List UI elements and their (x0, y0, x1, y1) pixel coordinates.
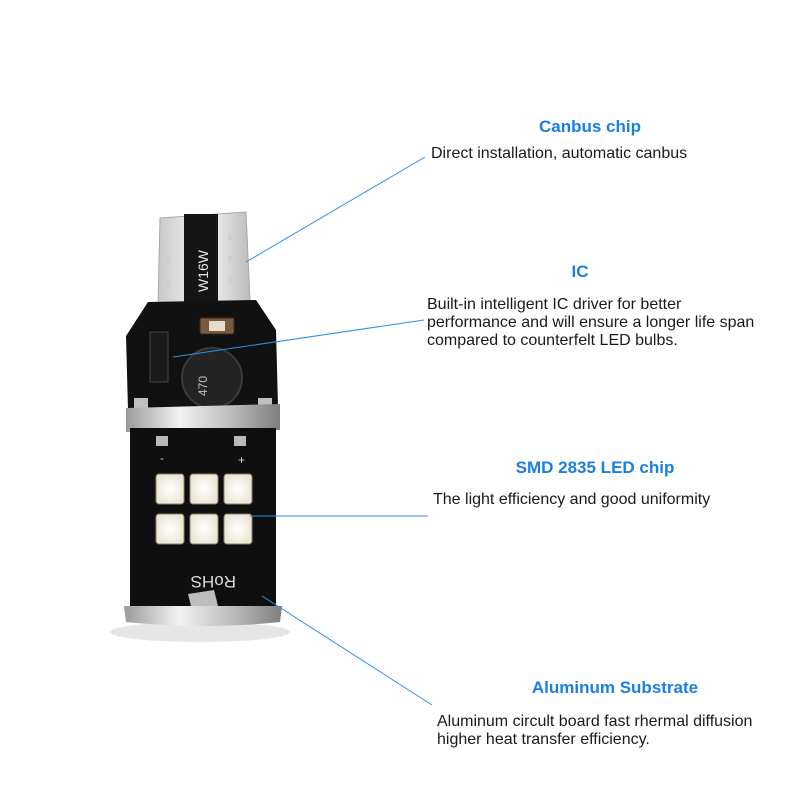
led-chip (155, 473, 185, 505)
description-line: performance and will ensure a longer lif… (427, 314, 755, 331)
description-line: Direct installation, automatic canbus (431, 145, 688, 162)
pad-minus (156, 436, 168, 446)
plus-marking: + (238, 453, 245, 467)
bottom-pad (188, 590, 218, 610)
inductor-marking: 470 (196, 376, 210, 396)
description-line: Aluminum circult board fast rhermal diff… (437, 713, 753, 730)
smd-led-chip-heading: SMD 2835 LED chip (515, 458, 675, 477)
canbus-chip-core (209, 321, 225, 331)
aluminum-substrate-description: Aluminum circult board fast rhermal diff… (437, 713, 752, 749)
minus-marking: - (160, 451, 164, 465)
description-line: compared to counterfelt LED bulbs. (427, 332, 678, 349)
description-line: higher heat transfer efficiency. (437, 731, 650, 748)
led-chip (223, 513, 253, 545)
led-chip (155, 513, 185, 545)
inductor (181, 347, 243, 409)
description-line: The light efficiency and good uniformity (433, 491, 711, 508)
bulb-shadow (110, 622, 290, 642)
smd-led-chip-description: The light efficiency and good uniformity (433, 491, 710, 509)
ic-heading: IC (571, 262, 589, 281)
smd-led-grid (155, 473, 253, 545)
metal-collar (126, 404, 280, 432)
rohs-marking: RoHS (191, 572, 236, 591)
ic-description: Built-in intelligent IC driver for bette… (427, 296, 754, 350)
ic-component (149, 331, 169, 383)
led-chip (189, 513, 219, 545)
canbus-chip-description: Direct installation, automatic canbus (431, 145, 687, 163)
aluminum-substrate-heading: Aluminum Substrate (531, 678, 699, 697)
wattage-marking: W16W (195, 249, 211, 292)
description-line: Built-in intelligent IC driver for bette… (427, 296, 682, 313)
led-chip (189, 473, 219, 505)
solder-pad-right (258, 398, 272, 408)
led-chip (223, 473, 253, 505)
pad-plus (234, 436, 246, 446)
solder-pad-left (134, 398, 148, 408)
bottom-rim (124, 606, 282, 626)
canbus-chip-heading: Canbus chip (538, 117, 641, 136)
bulb-wedge-base (157, 211, 251, 307)
